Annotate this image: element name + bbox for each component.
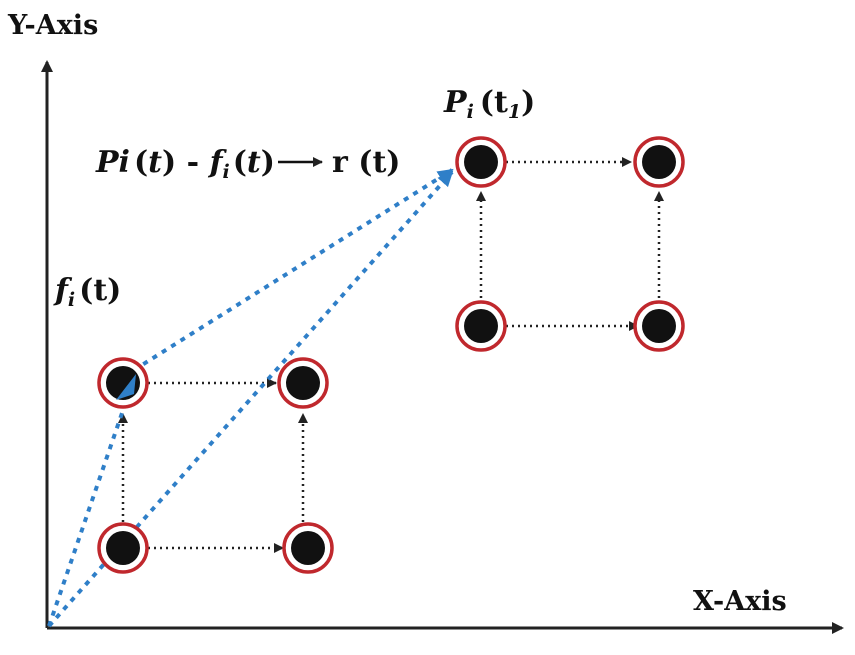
equation-label: Pi(t) - fi(t): [95, 145, 275, 183]
fi-node-top-left: [97, 357, 149, 409]
equation-rhs: r (t): [332, 145, 401, 180]
pi-node-top-right: [633, 136, 685, 188]
fi-node-top-right: [277, 357, 329, 409]
pi-node-top-left: [455, 136, 507, 188]
x-axis-label: X-Axis: [693, 586, 787, 617]
vector-origin-to-fi: [47, 382, 135, 627]
vector-fi-to-pi: [132, 168, 454, 372]
fi-node-bottom-left: [97, 522, 149, 574]
vector-fi-arrowhead: [116, 374, 136, 400]
pi-node-bottom-right: [633, 300, 685, 352]
pi-node-bottom-left: [455, 300, 507, 352]
fi-node-bottom-right: [282, 522, 334, 574]
fi-label: fi(t): [53, 273, 121, 311]
pi-t1-label: Pi(t1): [443, 85, 535, 123]
y-axis-label: Y-Axis: [7, 10, 98, 41]
